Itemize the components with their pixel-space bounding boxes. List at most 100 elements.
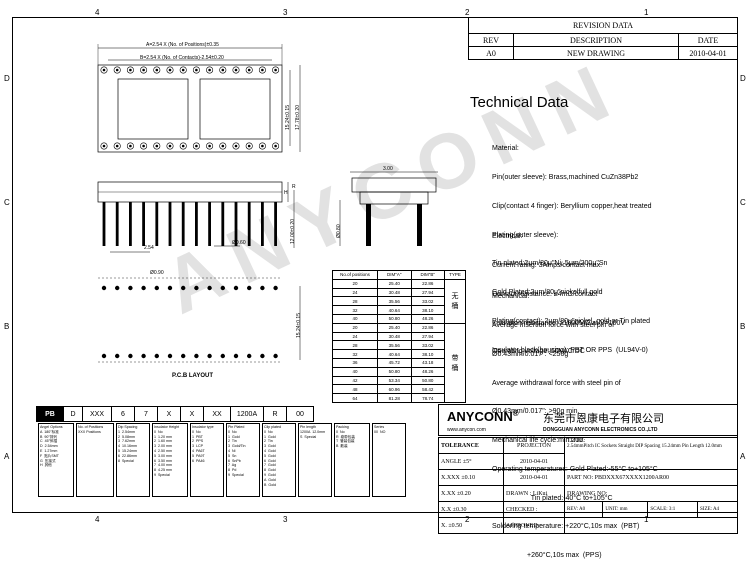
electrical-line: Contact resistance: ≤4mΩ/contact <box>492 290 598 298</box>
tol-xxx: X.XXX ±0.10 <box>438 469 504 486</box>
dim-dt: Ø0.80 <box>336 224 342 238</box>
dim-table-cell: 48 <box>332 384 378 395</box>
tol-angle: ANGLE ±5° <box>438 453 504 470</box>
dim-table-cell: 24 <box>332 331 378 342</box>
title-block: TOLERANCE PROJECTON TITLE: 2.54mmPitch I… <box>438 437 738 534</box>
option-column: Packing 0 No R 卷带包装 T 管装包装 B 散装 <box>334 423 370 497</box>
dim-table-cell: 32 <box>332 349 378 359</box>
top-pin-hole <box>155 68 159 72</box>
pcb-hole <box>181 285 186 291</box>
dim-table-cell: 25.40 <box>377 322 412 333</box>
top-pin-hole <box>208 68 211 72</box>
dim-table-cell: 22.86 <box>410 322 445 333</box>
dim-table-cell: 24 <box>332 287 378 298</box>
top-pin-hole <box>181 144 185 148</box>
electrical-line: Operating voltage: 60VAC/DC <box>492 348 585 356</box>
top-pin-ring <box>206 66 214 74</box>
drawn-value: LiKui <box>532 490 548 497</box>
company-en-name: DONGGUAN ANYCONN ELECTRONICS CO.,LTD <box>543 427 658 433</box>
top-pin-ring <box>232 66 240 74</box>
part-no-cell: PART NO: PBDXXX67XXXX1200AR00 <box>564 469 738 486</box>
option-column: Series 00 NO <box>372 423 406 497</box>
mechanical-line: Average insertion force with steel pin o… <box>492 321 615 329</box>
scale-label: SCALE: <box>650 507 668 512</box>
mechanical-line: Mechanical: <box>492 293 530 301</box>
side-pin <box>155 202 159 246</box>
top-pin-ring <box>166 66 174 74</box>
dim-table-type: 带 桶 <box>444 322 466 403</box>
tol-xx: X.XX ±0.20 <box>438 485 504 502</box>
top-pin-hole <box>115 68 119 72</box>
rev-label: REV: <box>567 507 579 512</box>
tol-key: ANGLE <box>441 458 462 465</box>
top-pin-ring <box>272 142 280 150</box>
rev-val: A0 <box>579 507 586 512</box>
pcb-hole <box>233 285 239 291</box>
tech-title: Technical Data <box>470 94 569 111</box>
mechanical-line: Average withdrawal force with steel pin … <box>492 379 621 387</box>
top-pin-ring <box>192 142 200 150</box>
tol-key: X.X <box>441 506 452 513</box>
top-pin-ring <box>153 142 161 150</box>
dim-d2: 17.78±0.20 <box>295 105 301 130</box>
top-pin-hole <box>115 144 119 148</box>
pcb-hole <box>167 285 173 291</box>
pcb-hole <box>115 353 120 359</box>
top-pin-hole <box>247 68 251 72</box>
top-pin-hole <box>195 68 198 72</box>
top-pin-hole <box>129 68 132 72</box>
mechanical-line: Ø0.43mm/0.017": <250g <box>492 350 569 358</box>
pcb-holes <box>101 285 278 359</box>
drawn-cell: DRAWN : LiKui <box>503 485 565 502</box>
pcb-hole <box>220 353 225 359</box>
dim-table-cell: 27.94 <box>410 331 445 342</box>
part-code-cell: X <box>180 406 204 422</box>
top-pin-hole <box>195 144 198 148</box>
material-line: Pin(outer sleeve): Brass,machined CuZn38… <box>492 173 639 181</box>
pcb-hole <box>247 353 252 359</box>
title-text: 2.54mmPitch IC Sockets Straight DIP Spac… <box>567 444 722 449</box>
top-pin-ring <box>258 142 266 150</box>
dim-table-cell: 32 <box>332 305 378 315</box>
dim-table-cell: 25.40 <box>377 278 412 289</box>
projection-label: PROJECTON <box>503 437 565 454</box>
drawing-frame <box>12 17 738 513</box>
option-column: Pin length 1200A 12.0mm S Special <box>298 423 332 497</box>
pcb-hole <box>128 353 133 359</box>
tol-key: X. <box>441 522 447 529</box>
tol-x: X.X ±0.30 <box>438 501 504 518</box>
pcb-hole <box>101 353 107 359</box>
date-value: 2010-04-01 <box>678 46 738 60</box>
side-pin <box>208 202 211 246</box>
option-column: Insulator type 0 No 1 PBT 2 PPS 3 LCP 4 … <box>190 423 224 497</box>
dim-table-cell: 81.28 <box>377 393 412 403</box>
top-pin-ring <box>166 142 174 150</box>
tol-val: ±5° <box>462 458 472 465</box>
dim-table-cell: 20 <box>332 322 378 333</box>
option-column: No. of Positions XXX Positions <box>76 423 114 497</box>
zone-top-4: 4 <box>95 8 100 17</box>
dim-pitch: 2.54 <box>144 245 154 251</box>
pcb-hole <box>167 353 173 359</box>
dim-table-cell: 53.34 <box>377 375 412 386</box>
dim-table-cell: 28 <box>332 296 378 307</box>
pcb-hole <box>154 353 159 359</box>
electrical-line: Current rating: 3Amps/contact max. <box>492 261 603 269</box>
material-line: Gold Plated:2μm/80μ"nickelfull gold <box>492 289 603 297</box>
zone-left-b: B <box>4 322 10 331</box>
dim-table-cell: 43.18 <box>410 357 445 368</box>
top-pin-ring <box>140 66 148 74</box>
dim-table-header: DIM"A" <box>377 270 412 280</box>
top-pin-hole <box>221 144 225 148</box>
dim-1200: 12.00±0.20 <box>290 219 296 244</box>
end-pin-left <box>366 204 371 246</box>
tol-key: X.XX <box>441 490 456 497</box>
dim-a-label: A=2.54 X (No. of Positions)±0.35 <box>146 42 219 48</box>
tolerance-label: TOLERANCE <box>438 437 504 454</box>
top-pin-ring <box>126 66 134 74</box>
top-pin-hole <box>142 68 145 72</box>
